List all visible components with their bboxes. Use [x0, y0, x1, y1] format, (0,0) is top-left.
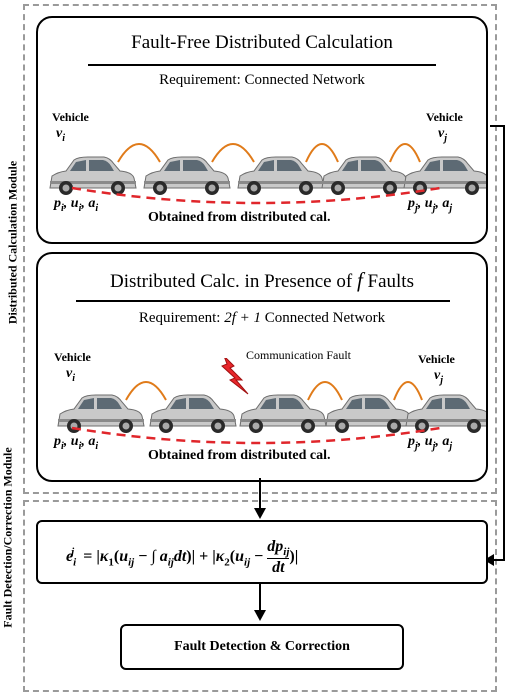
- panel1-title-underline: [88, 64, 436, 66]
- link-3: [305, 143, 339, 163]
- panel1-left-vehicle-label: Vehicle: [52, 110, 89, 124]
- panel1-convoy: [49, 143, 486, 205]
- car-2: [149, 394, 237, 433]
- car-4: [325, 394, 413, 433]
- panel2-title: Distributed Calc. in Presence of f Fault…: [110, 268, 414, 292]
- car-1: [49, 156, 137, 195]
- panel2-right-vehicle-label: Vehicle: [418, 352, 455, 366]
- panel2-right-vehicle-var: vj: [434, 368, 443, 386]
- panel2-estimate-arc: [71, 426, 441, 445]
- arrow-down-1: [254, 478, 266, 519]
- panel1-title: Fault-Free Distributed Calculation: [131, 32, 393, 53]
- panel2-left-vehicle-label: Vehicle: [54, 350, 91, 364]
- panel2-obtained-text: Obtained from distributed cal.: [148, 448, 331, 463]
- panel1-left-vehicle-var: vi: [56, 126, 65, 144]
- panel2-left-params: pi, ui, ai: [54, 434, 99, 452]
- panel1-requirement: Requirement: Connected Network: [159, 72, 365, 88]
- panel1-right-vehicle-var: vj: [438, 126, 447, 144]
- faulty-panel: Distributed Calc. in Presence of f Fault…: [36, 252, 488, 482]
- link-3: [307, 381, 343, 401]
- panel1-right-vehicle-label: Vehicle: [426, 110, 463, 124]
- panel1-right-params: pj, uj, aj: [408, 196, 453, 214]
- panel2-requirement: Requirement: 2f + 1 Connected Network: [138, 310, 386, 326]
- arrow-down-2: [254, 582, 266, 621]
- car-3: [239, 394, 327, 433]
- fault-detection-module-label: Fault Detection/Correction Module: [0, 447, 15, 628]
- panel2-links: [125, 381, 423, 401]
- link-1: [125, 381, 167, 401]
- link-4: [393, 381, 423, 401]
- panel1-obtained-text: Obtained from distributed cal.: [148, 210, 331, 225]
- car-5: [405, 394, 486, 433]
- result-box-label: Fault Detection & Correction: [174, 639, 350, 654]
- panel1-links: [117, 143, 421, 163]
- fault-detection-correction-box: Fault Detection & Correction: [120, 624, 404, 670]
- link-4: [389, 143, 421, 163]
- panel2-convoy: [57, 358, 486, 445]
- fault-bolt-icon: [221, 358, 249, 395]
- car-5: [403, 156, 486, 195]
- panel1-cars: [49, 156, 486, 195]
- panel2-left-vehicle-var: vi: [66, 366, 75, 384]
- panel1-left-params: pi, ui, ai: [54, 196, 99, 214]
- car-2: [143, 156, 231, 195]
- link-1: [117, 143, 161, 163]
- panel2-title-underline: [76, 300, 450, 302]
- residual-equation: eij = |κ1(uij − ∫ aijdt)| + |κ2(uij − dp…: [66, 538, 299, 577]
- equation-box: eij = |κ1(uij − ∫ aijdt)| + |κ2(uij − dp…: [36, 520, 488, 584]
- car-1: [57, 394, 145, 433]
- distributed-calculation-module-label: Distributed Calculation Module: [5, 160, 20, 325]
- feedback-path: [484, 125, 505, 566]
- link-2: [211, 143, 255, 163]
- panel2-right-params: pj, uj, aj: [408, 434, 453, 452]
- car-4: [321, 156, 409, 195]
- panel2-fault-label: Communication Fault: [246, 348, 351, 362]
- panel1-estimate-arc: [71, 186, 441, 205]
- car-3: [237, 156, 325, 195]
- fault-free-panel: Fault-Free Distributed Calculation Requi…: [36, 16, 488, 244]
- panel2-cars: [57, 394, 486, 433]
